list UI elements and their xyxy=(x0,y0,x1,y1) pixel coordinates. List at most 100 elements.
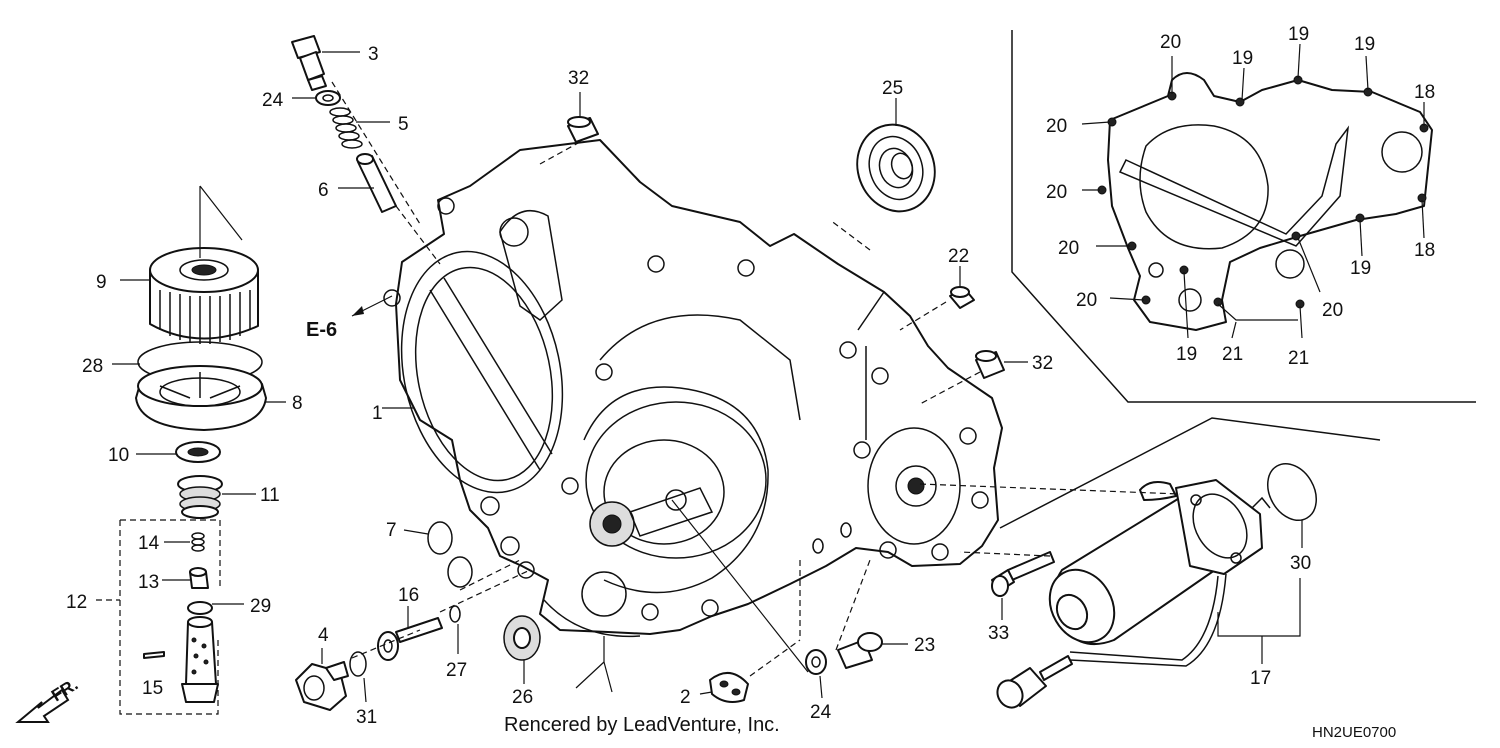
diagram-code: HN2UE0700 xyxy=(1312,724,1396,741)
part-3-bolt xyxy=(291,35,327,91)
part-33-bolt xyxy=(991,551,1055,597)
part-30-oring xyxy=(1267,463,1317,521)
gasket-outline xyxy=(1107,72,1433,331)
label-part-29: 29 xyxy=(250,596,271,617)
label-part-15: 15 xyxy=(142,678,163,699)
label-part-28: 28 xyxy=(82,356,103,377)
label-part-2: 2 xyxy=(680,687,691,708)
label-part-19-c: 19 xyxy=(1354,34,1375,55)
part-22-bolt xyxy=(949,286,975,309)
gasket-round-opening xyxy=(1381,131,1423,173)
part-27-washer xyxy=(449,605,461,623)
part-number-labels: 1 2 3 4 5 6 7 8 9 10 11 12 13 14 15 16 1… xyxy=(66,24,1435,728)
label-part-5: 5 xyxy=(398,114,409,135)
label-part-20-e: 20 xyxy=(1076,290,1097,311)
gasket-inner-opening xyxy=(1139,124,1269,250)
label-part-4: 4 xyxy=(318,625,329,646)
case-outline xyxy=(395,139,1003,635)
part-24-washer-upper xyxy=(315,90,341,106)
label-part-27: 27 xyxy=(446,660,467,681)
label-part-17: 17 xyxy=(1250,668,1271,689)
part-32-dowel-lower xyxy=(975,350,1005,379)
part-8-filter-cover xyxy=(135,365,267,431)
gasket-hole xyxy=(1148,262,1164,278)
part-14-spring xyxy=(191,532,205,552)
part-5-spring xyxy=(329,107,363,149)
label-part-18-upper: 18 xyxy=(1414,82,1435,103)
label-part-33: 33 xyxy=(988,623,1009,644)
label-part-11: 11 xyxy=(260,485,280,506)
gasket-rib xyxy=(1118,125,1350,247)
part-12-relief-valve-bracket xyxy=(96,519,221,715)
part-31-washer xyxy=(349,651,367,677)
label-part-25: 25 xyxy=(882,78,903,99)
part-17-starter-motor xyxy=(996,479,1271,709)
label-part-19-b: 19 xyxy=(1288,24,1309,45)
part-7-orings xyxy=(427,521,473,588)
part-23-bolt xyxy=(837,632,883,669)
label-part-32-lower: 32 xyxy=(1032,353,1053,374)
dashed-alignment-lines xyxy=(331,81,1381,677)
case-clutch-dome xyxy=(585,401,767,559)
part-26-oil-seal xyxy=(503,615,541,661)
label-part-3: 3 xyxy=(368,44,379,65)
inset-gasket-detail xyxy=(1011,30,1476,403)
part-11-spring xyxy=(177,475,223,519)
part-2-clip xyxy=(709,672,749,703)
label-part-20-d: 20 xyxy=(1058,238,1079,259)
inset-leader-lines xyxy=(1081,43,1425,339)
label-part-8: 8 xyxy=(292,393,303,414)
label-part-7: 7 xyxy=(386,520,397,541)
part-9-oil-filter xyxy=(149,185,259,344)
render-credit: Rencered by LeadVenture, Inc. xyxy=(504,714,780,736)
crankcase-cover xyxy=(383,139,1003,638)
label-part-20-f: 20 xyxy=(1322,300,1343,321)
label-part-19-d: 19 xyxy=(1350,258,1371,279)
label-part-9: 9 xyxy=(96,272,107,293)
label-part-13: 13 xyxy=(138,572,159,593)
label-part-12: 12 xyxy=(66,592,87,613)
label-part-6: 6 xyxy=(318,180,329,201)
case-boss-arm xyxy=(499,210,563,321)
part-24-washer-lower xyxy=(805,649,827,675)
label-part-1: 1 xyxy=(372,403,383,424)
leader-lines xyxy=(112,51,1303,703)
case-large-ring-inner xyxy=(414,266,554,482)
part-32-dowel-upper xyxy=(567,116,599,143)
label-part-24-upper: 24 xyxy=(262,90,284,111)
label-part-31: 31 xyxy=(356,707,377,728)
direction-arrow-fr: FR. xyxy=(15,675,81,723)
part-15-pin xyxy=(143,651,165,659)
label-part-21-a: 21 xyxy=(1222,344,1243,365)
label-part-30: 30 xyxy=(1290,553,1311,574)
part-12-relief-valve xyxy=(181,616,219,703)
part-4-drain-bolt xyxy=(295,661,349,711)
gasket-small-opening xyxy=(1275,249,1305,279)
label-part-19-a: 19 xyxy=(1232,48,1253,69)
label-part-10: 10 xyxy=(108,445,129,466)
part-13-cap xyxy=(189,567,209,589)
label-part-16: 16 xyxy=(398,585,419,606)
label-part-14: 14 xyxy=(138,533,160,554)
label-part-19-e: 19 xyxy=(1176,344,1197,365)
case-bolt-bosses xyxy=(383,197,989,621)
part-25-bearing xyxy=(856,123,936,213)
part-16-bolt xyxy=(377,617,443,661)
part-29-washer xyxy=(187,601,213,615)
reference-e6: E-6 xyxy=(306,295,393,341)
label-part-26: 26 xyxy=(512,687,533,708)
label-part-23: 23 xyxy=(914,635,935,656)
label-part-20-b: 20 xyxy=(1046,116,1067,137)
reference-label: E-6 xyxy=(306,319,337,341)
label-part-20-c: 20 xyxy=(1046,182,1067,203)
inset-border xyxy=(1011,30,1476,403)
case-large-ring-outer xyxy=(400,250,564,494)
label-part-22: 22 xyxy=(948,246,969,267)
label-part-32-upper: 32 xyxy=(568,68,589,89)
label-part-21-b: 21 xyxy=(1288,348,1309,369)
label-part-24-lower: 24 xyxy=(810,702,832,723)
label-part-18-lower: 18 xyxy=(1414,240,1435,261)
label-part-20-a: 20 xyxy=(1160,32,1181,53)
gasket-port-opening xyxy=(1178,288,1202,312)
